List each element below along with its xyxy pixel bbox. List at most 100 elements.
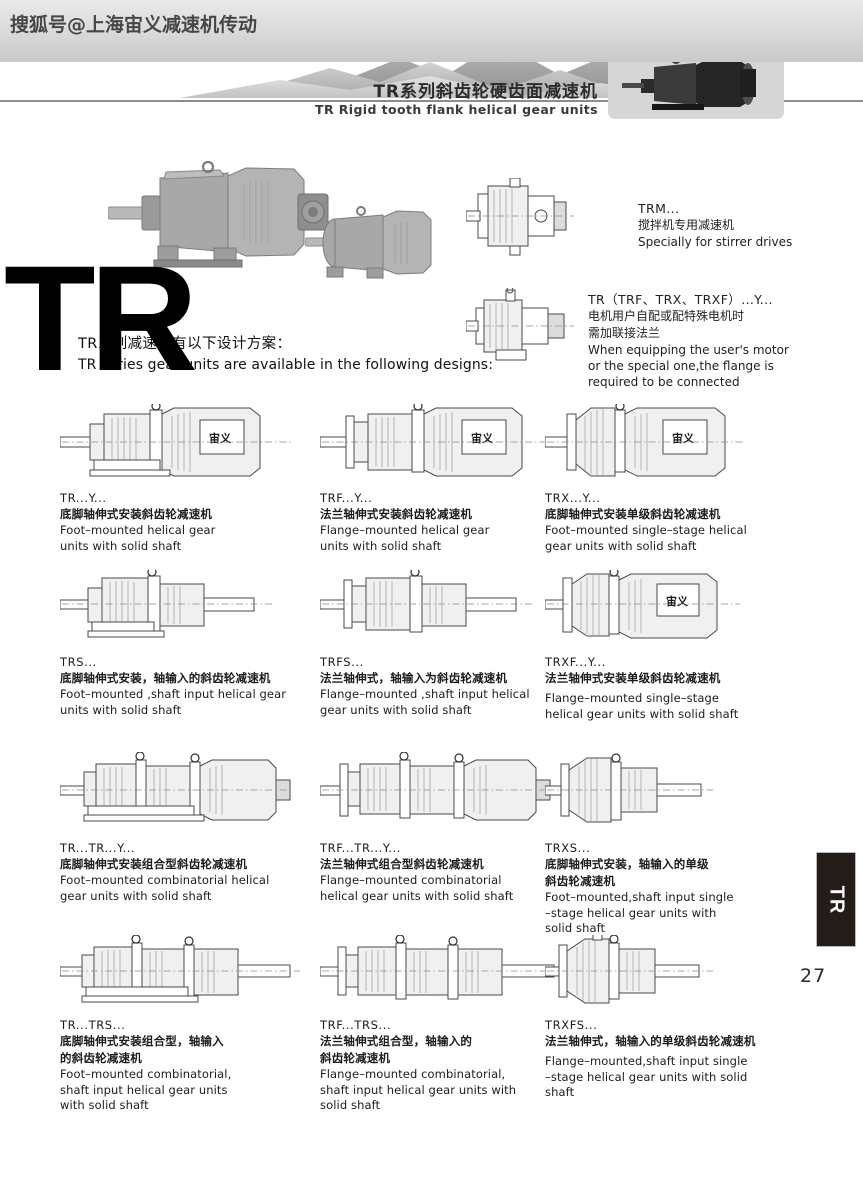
note-tr-variants-en-1: When equipping the user's motor — [588, 343, 789, 357]
design-cn-4-0: 法兰轴伸式，轴输入为斜齿轮减速机 — [320, 671, 508, 685]
note-trm-code: TRM... — [638, 201, 680, 216]
design-code-0: TR...Y... — [60, 491, 107, 505]
masthead-title-cn: TR系列斜齿轮硬齿面减速机 — [373, 82, 598, 102]
design-cn-10-0: 法兰轴伸式组合型，轴输入的 — [320, 1034, 473, 1048]
design-caption-9: TR...TRS... 底脚轴伸式安装组合型，轴输入 的斜齿轮减速机 Foot–… — [60, 1017, 335, 1114]
design-code-11: TRXFS... — [545, 1018, 598, 1032]
design-en-1-1: units with solid shaft — [320, 538, 442, 553]
design-cell-5: 宙义 TRXF...Y... 法兰轴伸式安装单级斜齿轮减速机 Flange–mo… — [545, 570, 815, 722]
design-cn-7-0: 法兰轴伸式组合型斜齿轮减速机 — [320, 857, 484, 871]
design-cn-8-0: 底脚轴伸式安装，轴输入的单级 — [545, 857, 709, 871]
design-cell-3: TRS... 底脚轴伸式安装，轴输入的斜齿轮减速机 Foot–mounted ,… — [60, 570, 320, 718]
design-en-6-0: Foot–mounted combinatorial helical — [60, 873, 270, 887]
design-en-8-0: Foot–mounted,shaft input single — [545, 890, 734, 904]
design-en-2-1: gear units with solid shaft — [545, 538, 697, 553]
brand-label-2: 宙义 — [672, 431, 695, 445]
design-en-10-1: shaft input helical gear units with — [320, 1082, 517, 1097]
intro-cn: TR系列减速机有以下设计方案： — [78, 336, 292, 352]
design-en-3-0: Foot–mounted ,shaft input helical gear — [60, 687, 287, 701]
product-photo-large-geared-motor — [108, 160, 338, 270]
design-drawing-8 — [545, 752, 805, 830]
design-drawing-6 — [60, 752, 335, 830]
design-en-10-2: solid shaft — [320, 1098, 381, 1112]
design-cell-2: 宙义 TRX...Y... 底脚轴伸式安装单级斜齿轮减速机 Foot–mount… — [545, 404, 815, 554]
product-photo-small-geared-motor — [305, 205, 435, 280]
masthead-title-en: TR Rigid tooth flank helical gear units — [315, 102, 598, 117]
design-cell-10: TRF...TRS... 法兰轴伸式组合型，轴输入的 斜齿轮减速机 Flange… — [320, 935, 590, 1114]
note-trm-en: Specially for stirrer drives — [638, 235, 793, 249]
drawing-tr-flange-variant — [466, 288, 576, 366]
design-cn-3-0: 底脚轴伸式安装，轴输入的斜齿轮减速机 — [60, 671, 271, 685]
design-drawing-10 — [320, 935, 590, 1009]
design-cell-11: TRXFS... 法兰轴伸式，轴输入的单级斜齿轮减速机 Flange–mount… — [545, 935, 815, 1101]
bottom-margin — [0, 1160, 863, 1200]
note-tr-variants-en-3: required to be connected — [588, 375, 740, 389]
design-code-9: TR...TRS... — [60, 1018, 126, 1032]
side-tab-tr: TR — [816, 852, 856, 947]
side-tab-label: TR — [825, 885, 848, 914]
brand-label-5: 宙义 — [666, 594, 689, 608]
design-cn-2-0: 底脚轴伸式安装单级斜齿轮减速机 — [545, 507, 721, 521]
design-en-9-1: shaft input helical gear units — [60, 1082, 228, 1097]
design-drawing-9 — [60, 935, 335, 1009]
design-cell-1: 宙义 TRF...Y... 法兰轴伸式安装斜齿轮减速机 Flange–mount… — [320, 404, 570, 554]
note-tr-variants-cn-1: 电机用户自配或配特殊电机时 — [588, 309, 745, 323]
design-code-1: TRF...Y... — [320, 491, 373, 505]
design-en-2-0: Foot–mounted single–stage helical — [545, 523, 747, 537]
design-code-7: TRF...TR...Y... — [320, 841, 401, 855]
design-en-11-0: Flange–mounted,shaft input single — [545, 1054, 748, 1068]
design-cn-11-0: 法兰轴伸式，轴输入的单级斜齿轮减速机 — [545, 1034, 756, 1048]
masthead-product-photo-panel — [608, 62, 784, 119]
brand-label-1: 宙义 — [471, 431, 494, 445]
design-cell-4: TRFS... 法兰轴伸式，轴输入为斜齿轮减速机 Flange–mounted … — [320, 570, 580, 718]
design-drawing-2: 宙义 — [545, 404, 815, 482]
design-caption-2: TRX...Y... 底脚轴伸式安装单级斜齿轮减速机 Foot–mounted … — [545, 490, 815, 554]
design-drawing-4 — [320, 570, 580, 642]
design-caption-6: TR...TR...Y... 底脚轴伸式安装组合型斜齿轮减速机 Foot–mou… — [60, 840, 335, 904]
design-code-5: TRXF...Y... — [545, 655, 606, 669]
design-drawing-11 — [545, 935, 815, 1009]
design-cell-8: TRXS... 底脚轴伸式安装，轴输入的单级 斜齿轮减速机 Foot–mount… — [545, 752, 805, 937]
design-cell-6: TR...TR...Y... 底脚轴伸式安装组合型斜齿轮减速机 Foot–mou… — [60, 752, 335, 904]
design-caption-1: TRF...Y... 法兰轴伸式安装斜齿轮减速机 Flange–mounted … — [320, 490, 570, 554]
design-caption-4: TRFS... 法兰轴伸式，轴输入为斜齿轮减速机 Flange–mounted … — [320, 654, 580, 718]
design-code-2: TRX...Y... — [545, 491, 601, 505]
design-en-0-1: units with solid shaft — [60, 538, 182, 553]
design-code-8: TRXS... — [545, 841, 591, 855]
design-en-10-0: Flange–mounted combinatorial, — [320, 1067, 506, 1081]
design-en-6-1: gear units with solid shaft — [60, 888, 212, 903]
design-drawing-0: 宙义 — [60, 404, 310, 482]
design-cn-1-0: 法兰轴伸式安装斜齿轮减速机 — [320, 507, 473, 521]
design-en-5-1: helical gear units with solid shaft — [545, 706, 739, 721]
design-cn-0-0: 底脚轴伸式安装斜齿轮减速机 — [60, 507, 213, 521]
masthead-title: TR系列斜齿轮硬齿面减速机 TR Rigid tooth flank helic… — [315, 82, 598, 118]
note-trm: TRM... 搅拌机专用减速机 Specially for stirrer dr… — [638, 200, 792, 250]
design-caption-11: TRXFS... 法兰轴伸式，轴输入的单级斜齿轮减速机 Flange–mount… — [545, 1017, 815, 1101]
note-tr-variants: TR（TRF、TRX、TRXF）...Y... 电机用户自配或配特殊电机时 需加… — [588, 291, 789, 390]
design-en-9-0: Foot–mounted combinatorial, — [60, 1067, 232, 1081]
design-en-4-0: Flange–mounted ,shaft input helical — [320, 687, 530, 701]
design-drawing-7 — [320, 752, 590, 830]
design-en-0-0: Foot–mounted helical gear — [60, 523, 216, 537]
design-en-4-1: gear units with solid shaft — [320, 702, 472, 717]
mountain-graphic — [180, 62, 700, 98]
brand-label-0: 宙义 — [209, 431, 232, 445]
page-number: 27 — [800, 965, 827, 987]
design-caption-0: TR...Y... 底脚轴伸式安装斜齿轮减速机 Foot–mounted hel… — [60, 490, 310, 554]
drawing-trm-stirrer-unit — [466, 178, 576, 256]
design-caption-3: TRS... 底脚轴伸式安装，轴输入的斜齿轮减速机 Foot–mounted ,… — [60, 654, 320, 718]
sohu-watermark-bar: 搜狐号@上海宙义减速机传动 — [0, 0, 863, 62]
note-trm-cn: 搅拌机专用减速机 — [638, 218, 735, 232]
design-code-3: TRS... — [60, 655, 97, 669]
gear-motor-photo-icon — [622, 62, 756, 110]
design-cell-9: TR...TRS... 底脚轴伸式安装组合型，轴输入 的斜齿轮减速机 Foot–… — [60, 935, 335, 1114]
design-en-5-0: Flange–mounted single–stage — [545, 691, 720, 705]
masthead: TR系列斜齿轮硬齿面减速机 TR Rigid tooth flank helic… — [0, 62, 863, 130]
design-en-3-1: units with solid shaft — [60, 702, 182, 717]
design-en-1-0: Flange–mounted helical gear — [320, 523, 490, 537]
sohu-watermark-text: 搜狐号@上海宙义减速机传动 — [10, 14, 258, 36]
design-cn-10-1: 斜齿轮减速机 — [320, 1051, 391, 1065]
design-caption-8: TRXS... 底脚轴伸式安装，轴输入的单级 斜齿轮减速机 Foot–mount… — [545, 840, 805, 937]
design-cell-0: 宙义 TR...Y... 底脚轴伸式安装斜齿轮减速机 Foot–mounted … — [60, 404, 310, 554]
design-cn-6-0: 底脚轴伸式安装组合型斜齿轮减速机 — [60, 857, 248, 871]
